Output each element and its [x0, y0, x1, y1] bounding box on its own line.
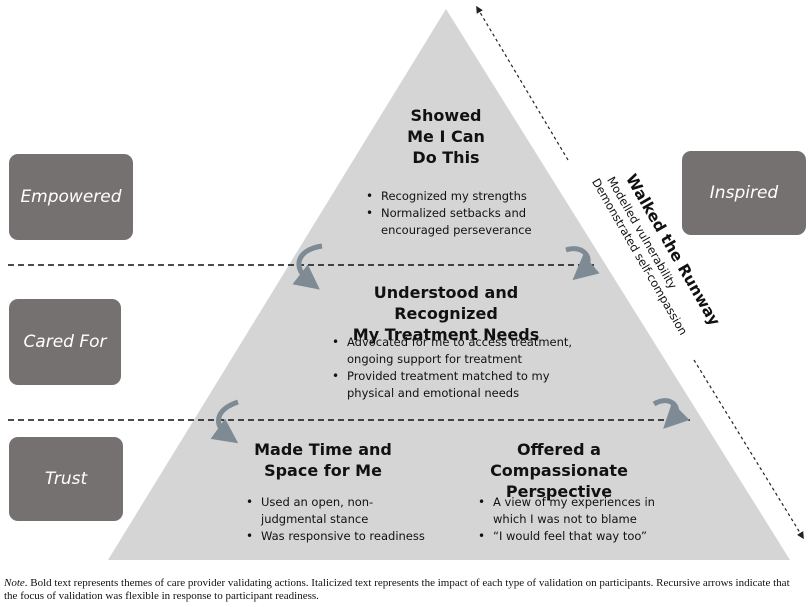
- pyramid-triangle: [108, 9, 790, 560]
- list-item: “I would feel that way too”: [476, 528, 655, 545]
- list-item: Normalized setbacks and: [364, 205, 532, 222]
- runway-arrow-upper: [476, 5, 569, 161]
- theme-bullets-top: Recognized my strengths Normalized setba…: [364, 188, 532, 239]
- theme-bullets-bottom-left: Used an open, non- judgmental stance Was…: [244, 494, 425, 545]
- impact-box-inspired: Inspired: [682, 151, 806, 235]
- impact-label: Empowered: [20, 187, 122, 207]
- theme-title-top: Showed Me I Can Do This: [407, 106, 485, 167]
- list-item: physical and emotional needs: [347, 386, 520, 400]
- recursive-arrow-icon: [565, 246, 600, 281]
- impact-label: Cared For: [23, 332, 107, 352]
- list-item: Advocated for me to access treatment,: [330, 334, 572, 351]
- runway-arrow-lower: [693, 359, 804, 540]
- note-text: . Bold text represents themes of care pr…: [4, 577, 790, 602]
- theme-bullets-bottom-right: A view of my experiences in which I was …: [476, 494, 655, 545]
- impact-label: Inspired: [709, 183, 779, 203]
- recursive-arrow-icon: [210, 399, 239, 444]
- impact-label: Trust: [44, 469, 88, 489]
- recursive-arrow-icon: [292, 243, 323, 290]
- impact-box-empowered: Empowered: [9, 154, 133, 240]
- list-item: Provided treatment matched to my: [330, 368, 572, 385]
- impact-box-cared-for: Cared For: [9, 299, 121, 385]
- list-item: encouraged perseverance: [381, 223, 532, 237]
- list-item: Recognized my strengths: [364, 188, 532, 205]
- list-item: Used an open, non-: [244, 494, 425, 511]
- theme-bullets-middle: Advocated for me to access treatment, on…: [330, 334, 572, 402]
- list-item: judgmental stance: [261, 512, 369, 526]
- list-item: A view of my experiences in: [476, 494, 655, 511]
- recursive-arrow-icon: [652, 398, 690, 429]
- list-item: ongoing support for treatment: [347, 352, 523, 366]
- theme-title-bottom-left: Made Time and Space for Me: [254, 440, 392, 480]
- figure-note: Note. Bold text represents themes of car…: [4, 577, 804, 603]
- note-label: Note: [4, 577, 25, 589]
- list-item: Was responsive to readiness: [244, 528, 425, 545]
- theme-title-bottom-right: Offered a Compassionate Perspective: [490, 440, 628, 501]
- impact-box-trust: Trust: [9, 437, 123, 521]
- list-item: which I was not to blame: [493, 512, 637, 526]
